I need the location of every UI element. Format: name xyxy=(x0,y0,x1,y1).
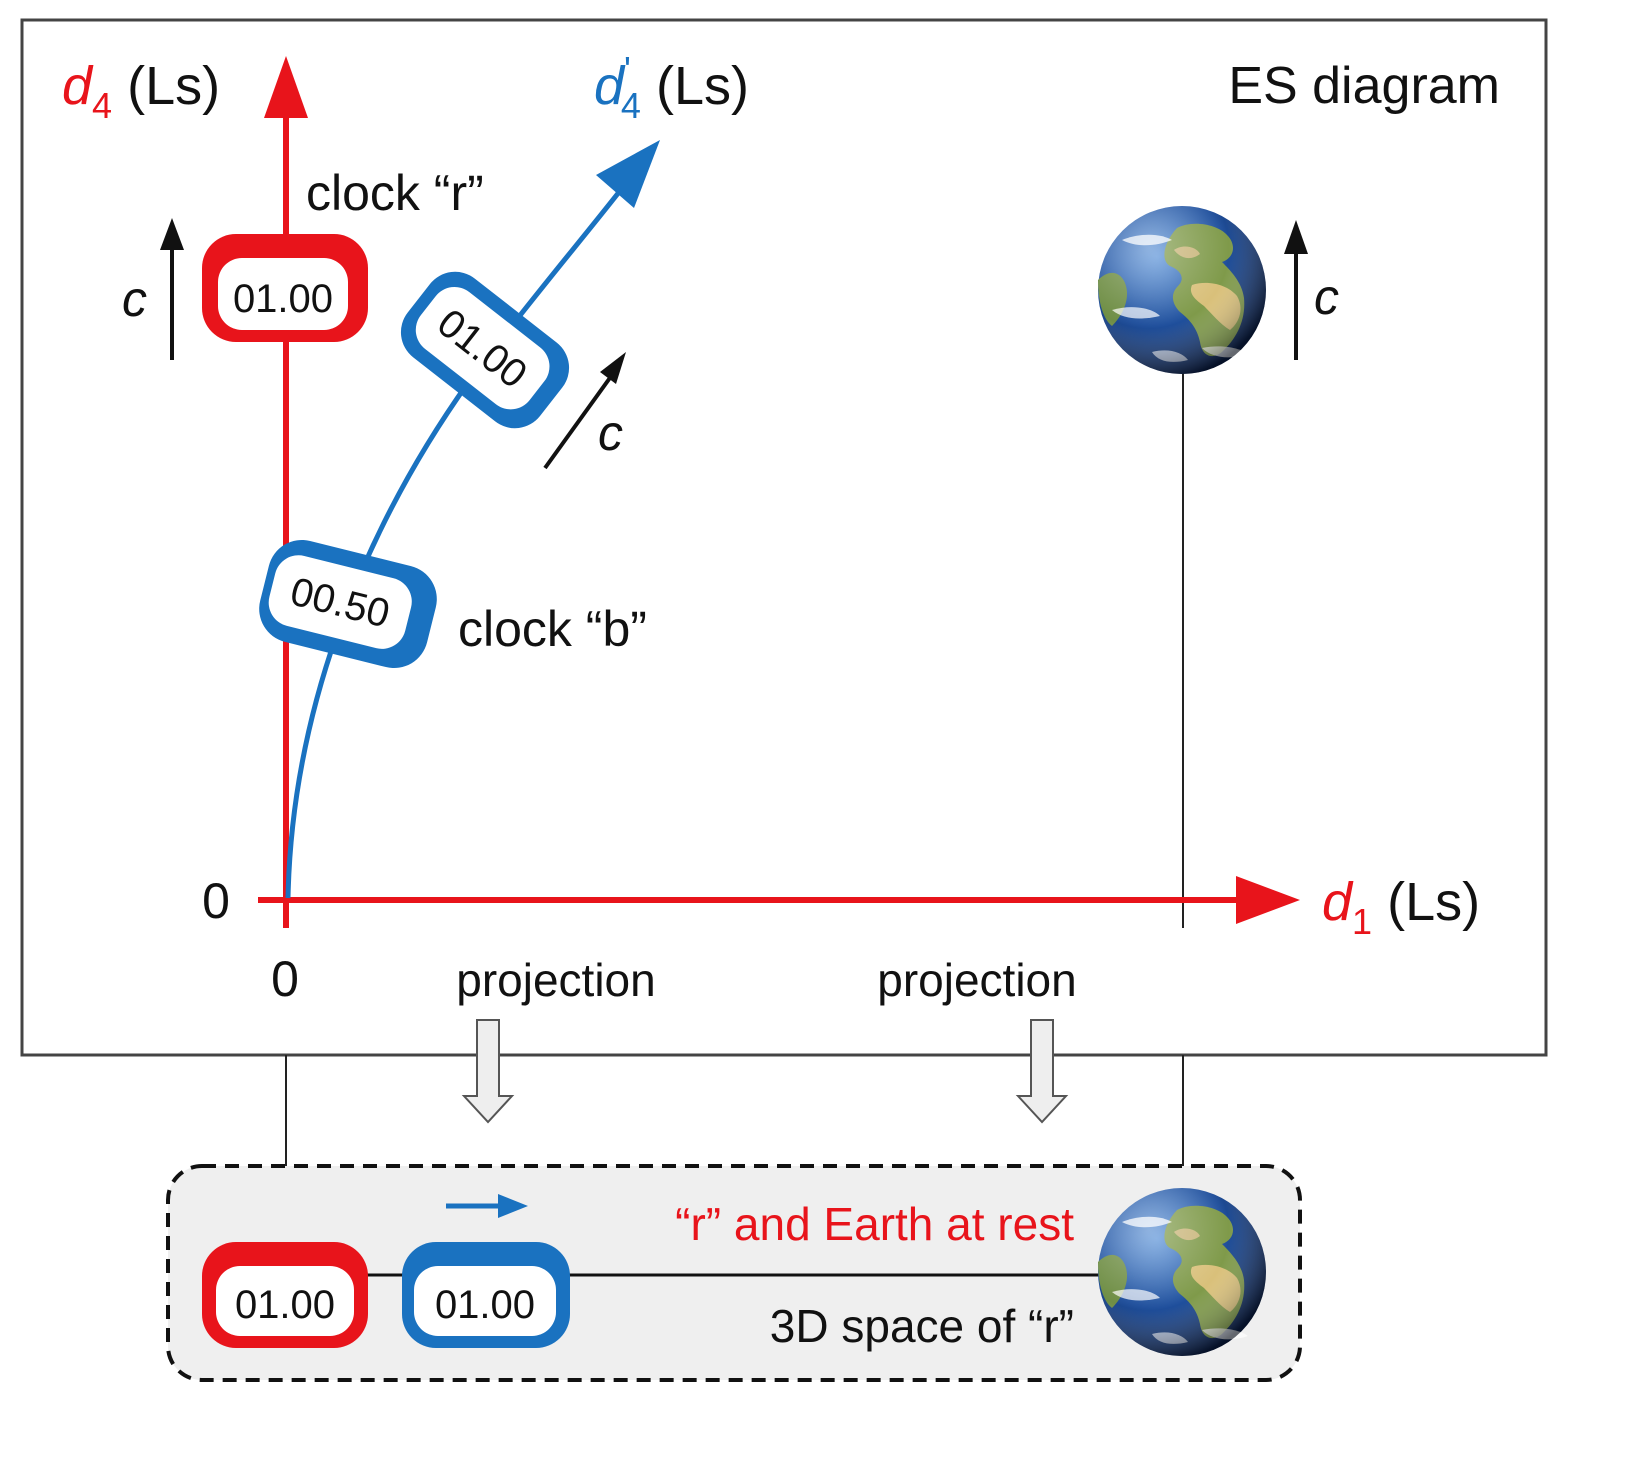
d4prime-arrowhead xyxy=(596,140,660,208)
arrow-up-icon xyxy=(160,218,184,360)
projection-label-left: projection xyxy=(456,954,655,1006)
clock-r-reading: 01.00 xyxy=(233,277,333,321)
origin-label-vertical: 0 xyxy=(202,873,230,929)
velocity-label-earth: c xyxy=(1314,269,1339,325)
earth-globe-icon xyxy=(1098,1188,1266,1356)
clock-b-label: clock “b” xyxy=(458,601,647,657)
panel-clock-r-reading: 01.00 xyxy=(235,1283,335,1327)
arrow-diagonal-icon xyxy=(543,352,626,470)
clock-b-upper: 01.00 xyxy=(400,271,570,429)
arrow-up-icon xyxy=(1284,220,1308,360)
earth-globe-icon xyxy=(1098,206,1266,374)
d4prime-axis-label: d'4 (Ls) xyxy=(594,49,749,126)
clock-r: 01.00 xyxy=(202,234,368,342)
d1-axis-label: d1 (Ls) xyxy=(1322,872,1480,942)
panel-clock-r: 01.00 xyxy=(202,1242,368,1348)
panel-clock-b: 01.00 xyxy=(402,1242,570,1348)
panel-clock-b-reading: 01.00 xyxy=(435,1283,535,1327)
origin-label-horizontal: 0 xyxy=(271,951,299,1007)
arrow-right-icon xyxy=(446,1194,528,1218)
projection-arrow-icon xyxy=(461,1019,515,1124)
rest-caption: “r” and Earth at rest xyxy=(675,1198,1074,1250)
d1-axis-arrowhead xyxy=(1236,876,1300,924)
projection-label-right: projection xyxy=(877,954,1076,1006)
diagram-title: ES diagram xyxy=(1228,57,1500,115)
diagram-frame xyxy=(20,18,1548,1057)
space-caption: 3D space of “r” xyxy=(770,1300,1074,1352)
velocity-label-b: c xyxy=(598,405,623,461)
clock-b-lower: 00.50 xyxy=(259,539,437,669)
clock-r-label: clock “r” xyxy=(306,165,484,221)
d4prime-worldline xyxy=(285,176,632,899)
velocity-label-r: c xyxy=(122,271,147,327)
d4-axis-arrowhead xyxy=(264,56,308,118)
projection-arrow-icon xyxy=(1015,1019,1069,1124)
d4-axis-label: d4 (Ls) xyxy=(62,56,220,126)
